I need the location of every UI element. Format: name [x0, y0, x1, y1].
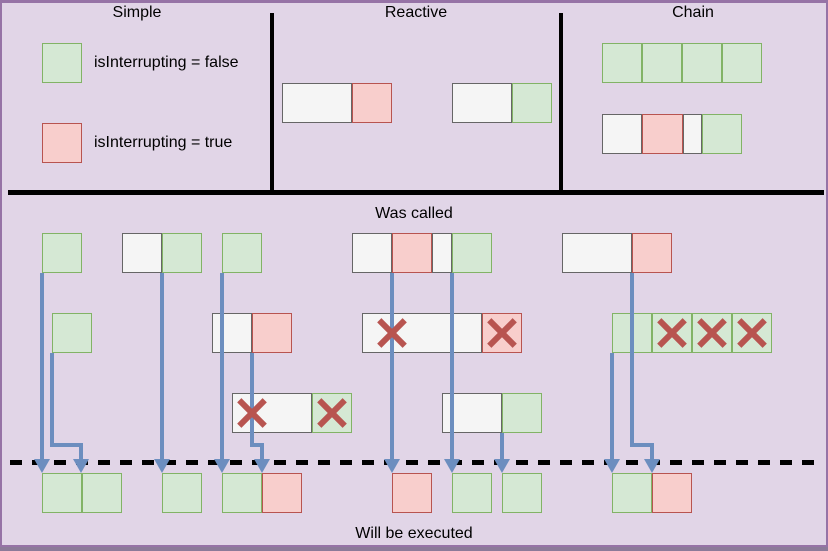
cancelled-x-icon: [487, 318, 517, 348]
g2-call: [162, 233, 202, 273]
g3-running: [212, 313, 252, 353]
chain-cell: [602, 43, 642, 83]
chain-example-gap: [683, 114, 702, 154]
cancelled-x-icon: [377, 318, 407, 348]
g5-running: [562, 233, 632, 273]
g4-interrupting: [392, 233, 432, 273]
execution-arrow-shaft: [250, 353, 254, 447]
execution-arrow-shaft: [630, 273, 634, 447]
section-divider-vertical-2: [559, 13, 563, 193]
result-g5-2: [652, 473, 692, 513]
section-title-simple: Simple: [112, 4, 162, 21]
execution-arrow-jog: [630, 443, 654, 447]
execution-arrow-shaft: [220, 273, 224, 461]
result-g1-1: [42, 473, 82, 513]
reactive-example1-interrupting: [352, 83, 392, 123]
execution-arrow-shaft: [40, 273, 44, 461]
result-g3-2: [262, 473, 302, 513]
g5-interrupting: [632, 233, 672, 273]
execution-threshold-line: [10, 460, 816, 465]
execution-arrow-jog: [50, 443, 83, 447]
cancelled-x-icon: [737, 318, 767, 348]
chain-cell: [642, 43, 682, 83]
result-g4-1: [392, 473, 432, 513]
g1-call2: [52, 313, 92, 353]
legend-label-noninterrupting: isInterrupting = false: [94, 54, 239, 71]
execution-arrow-shaft: [500, 433, 504, 461]
chain-example-running: [602, 114, 642, 154]
execution-arrowhead-icon: [494, 459, 510, 473]
execution-arrowhead-icon: [154, 459, 170, 473]
execution-arrowhead-icon: [444, 459, 460, 473]
execution-arrow-shaft: [79, 443, 83, 461]
g4-running: [352, 233, 392, 273]
result-g4-2: [452, 473, 492, 513]
result-g5-1: [612, 473, 652, 513]
g2-running: [122, 233, 162, 273]
legend-label-interrupting: isInterrupting = true: [94, 134, 233, 151]
section-title-chain: Chain: [672, 4, 714, 21]
execution-arrowhead-icon: [214, 459, 230, 473]
chain-example-interrupting: [642, 114, 683, 154]
chain-cell: [722, 43, 762, 83]
execution-arrow-shaft: [650, 443, 654, 461]
cancelled-x-icon: [697, 318, 727, 348]
g3-interrupting: [252, 313, 292, 353]
legend-swatch-interrupting: [42, 123, 82, 163]
g1-call1: [42, 233, 82, 273]
g4-gap: [432, 233, 452, 273]
will-be-executed-label: Will be executed: [355, 525, 473, 542]
execution-arrow-shaft: [160, 273, 164, 461]
section-title-reactive: Reactive: [384, 4, 448, 21]
cancelled-x-icon: [317, 398, 347, 428]
execution-arrowhead-icon: [34, 459, 50, 473]
execution-arrow-shaft: [610, 353, 614, 461]
g3-cancelled-running: [232, 393, 312, 433]
execution-arrowhead-icon: [384, 459, 400, 473]
result-g3-1: [222, 473, 262, 513]
result-g2: [162, 473, 202, 513]
g4-noninterrupting: [452, 233, 492, 273]
section-divider-horizontal: [8, 190, 824, 195]
result-g1-2: [82, 473, 122, 513]
legend-swatch-noninterrupting: [42, 43, 82, 83]
execution-arrow-shaft: [450, 273, 454, 461]
execution-arrowhead-icon: [73, 459, 89, 473]
execution-arrowhead-icon: [604, 459, 620, 473]
cancelled-x-icon: [657, 318, 687, 348]
window-edge: [0, 547, 828, 551]
execution-arrow-shaft: [260, 443, 264, 461]
execution-arrow-jog: [250, 443, 264, 447]
chain-cell: [682, 43, 722, 83]
result-g4-3: [502, 473, 542, 513]
section-divider-vertical-1: [270, 13, 274, 193]
was-called-label: Was called: [375, 205, 453, 222]
reactive-example2-running: [452, 83, 512, 123]
g3-call1: [222, 233, 262, 273]
execution-arrow-shaft: [50, 353, 54, 447]
cancelled-x-icon: [237, 398, 267, 428]
reactive-example1-running: [282, 83, 352, 123]
chain-example-noninterrupting: [702, 114, 742, 154]
execution-arrowhead-icon: [644, 459, 660, 473]
reactive-example2-noninterrupting: [512, 83, 552, 123]
g4-call2: [502, 393, 542, 433]
execution-arrowhead-icon: [254, 459, 270, 473]
execution-arrow-shaft: [390, 273, 394, 461]
